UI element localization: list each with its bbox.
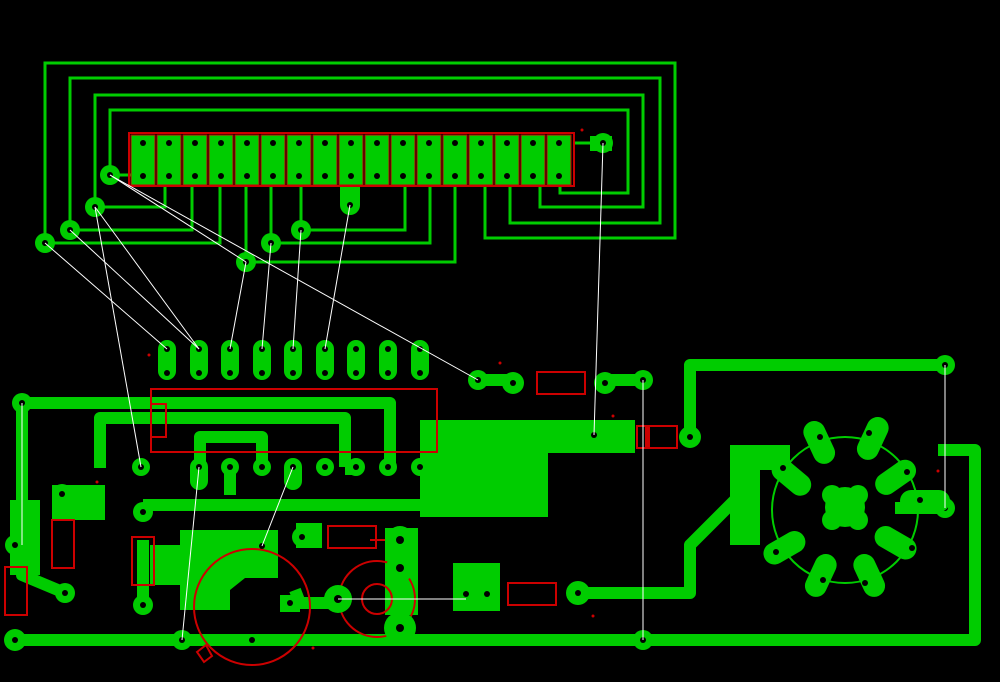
ic-chip bbox=[132, 340, 438, 490]
ratsnest-airwires bbox=[21, 142, 946, 641]
capacitor-c1-silk bbox=[193, 548, 311, 666]
resistor-r4-silk bbox=[4, 566, 28, 616]
lcd-header-silk bbox=[128, 132, 575, 187]
resistor-r1-silk bbox=[536, 371, 586, 395]
silkscreen-markers bbox=[95, 128, 940, 650]
tube-socket bbox=[763, 417, 950, 597]
diode-d1-silk bbox=[636, 425, 678, 449]
resistor-r2-silk bbox=[51, 519, 75, 569]
lcd-header-connector bbox=[128, 132, 575, 187]
resistor-r6-silk bbox=[507, 582, 557, 606]
resistor-r5-silk bbox=[327, 525, 377, 549]
resistor-r3-silk bbox=[131, 536, 155, 586]
diode-band bbox=[645, 426, 650, 448]
ic-notch bbox=[150, 403, 167, 438]
